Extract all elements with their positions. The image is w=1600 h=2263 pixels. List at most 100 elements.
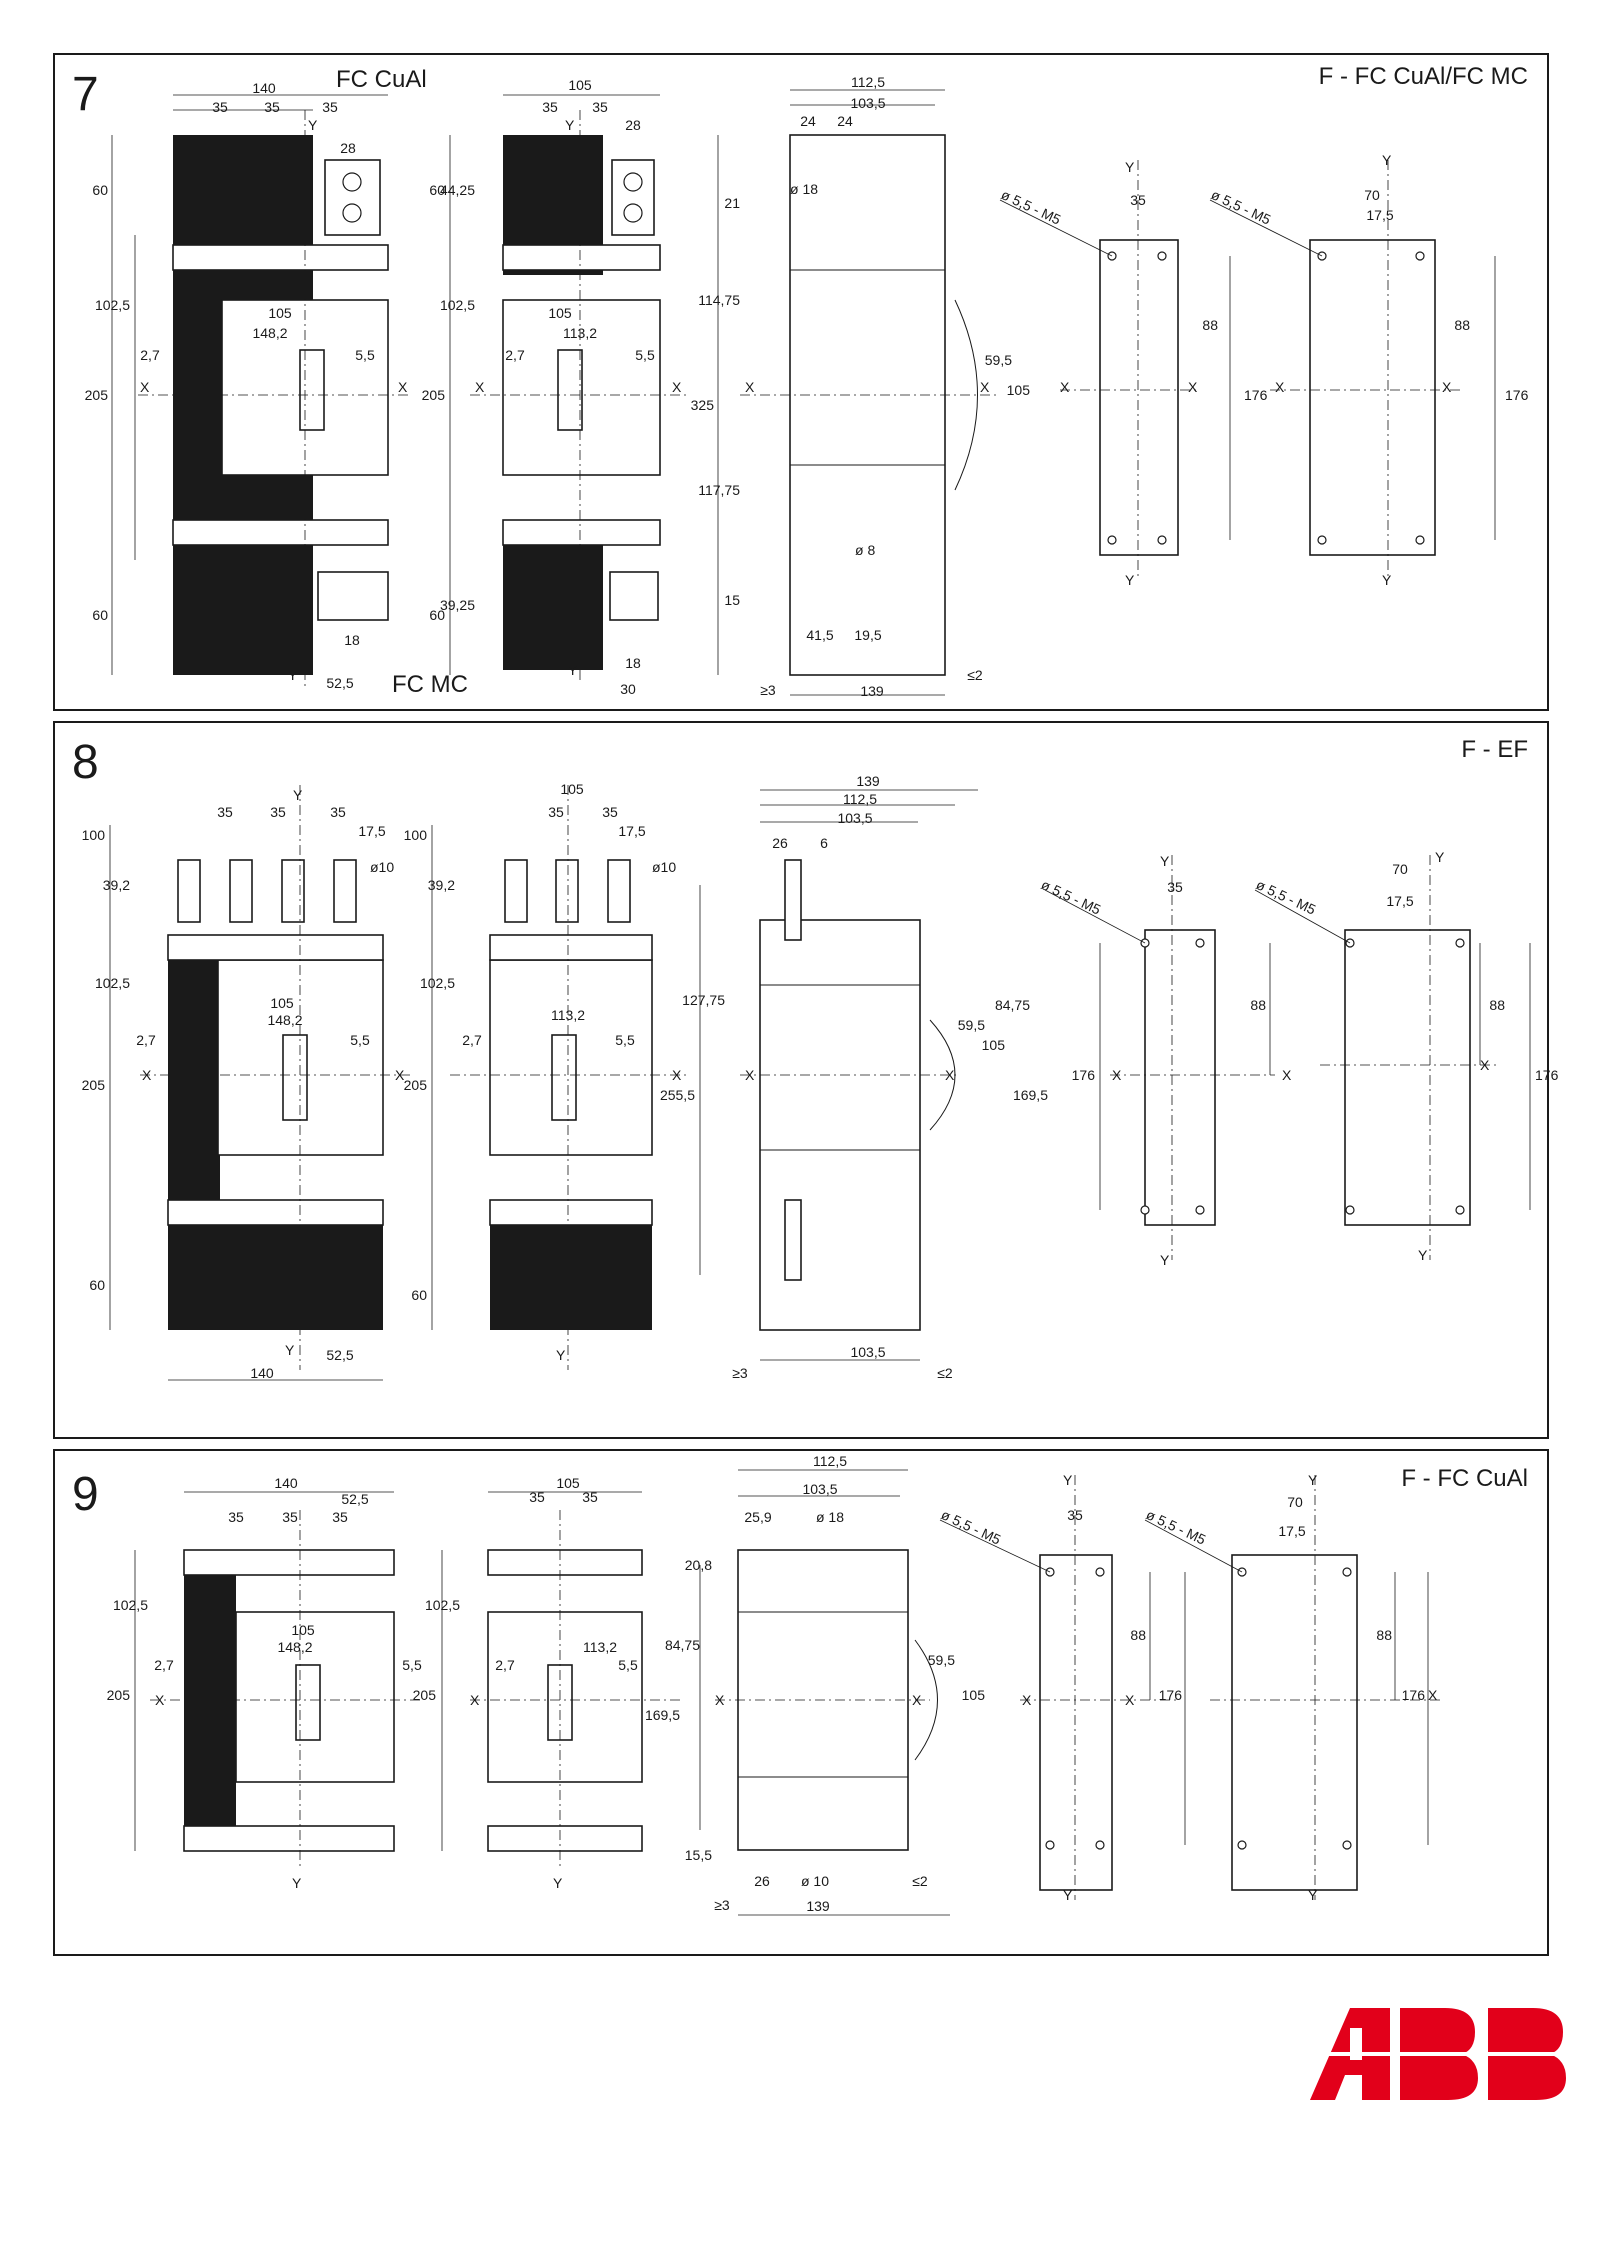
dim-height-bottom: 60 <box>429 607 445 623</box>
terminal-block-top <box>611 159 655 236</box>
dim-clearance: ≤2 <box>937 1365 953 1381</box>
axis-x-label: X <box>912 1692 922 1708</box>
terminal-row-bottom <box>502 519 661 546</box>
dim-offset: 21 <box>724 195 740 211</box>
section-8-front-view-4p: 35 35 35 17,5 ø10 100 39,2 102,5 105 148… <box>82 785 410 1381</box>
dim-offset: 17,5 <box>1386 893 1413 909</box>
dim-pitch: 35 <box>582 1489 598 1505</box>
axis-y-label: Y <box>1418 1247 1428 1263</box>
dim-handle: 59,5 <box>958 1017 985 1033</box>
axis-x-label: X <box>745 1067 755 1083</box>
terminal-row-top <box>489 934 653 961</box>
axis-x-label: X <box>1112 1067 1122 1083</box>
dim-clearance: ≤2 <box>967 667 983 683</box>
axis-y-label: Y <box>1063 1472 1073 1488</box>
dim-body-width-front: 113,2 <box>563 325 597 341</box>
dim-offset-left: 2,7 <box>462 1032 482 1048</box>
dim-hole-height: 176 <box>1244 387 1268 403</box>
dim-half-height: 88 <box>1489 997 1505 1013</box>
dim-offset-right: 5,5 <box>355 347 375 363</box>
section-8-frame <box>53 721 1549 1439</box>
dim-terminal-height: 44,25 <box>440 182 475 198</box>
dim-terminal-height-bottom: 39,25 <box>440 597 475 613</box>
dim-height-total: 205 <box>413 1687 437 1703</box>
dim-offset-y: 52,5 <box>341 1491 368 1507</box>
axis-y-label: Y <box>565 117 575 133</box>
dim-terminal-height: 39,2 <box>103 877 130 893</box>
dim-height-upper: 84,75 <box>665 1637 700 1653</box>
mounting-hole <box>1107 251 1117 261</box>
dim-offset-left: 2,7 <box>495 1657 515 1673</box>
mounting-hole <box>1342 1567 1352 1577</box>
dim-hole-diameter: ø10 <box>652 859 676 875</box>
dim-hole-pitch: 70 <box>1392 861 1408 877</box>
dim-width-140: 140 <box>252 80 276 96</box>
dim-offset-y: 52,5 <box>326 1347 353 1363</box>
dim-offset-left: 2,7 <box>505 347 525 363</box>
axis-x-label: X <box>1188 379 1198 395</box>
axis-y-label: Y <box>1160 1252 1170 1268</box>
axis-y-label: Y <box>285 1342 295 1358</box>
terminal-row-top <box>502 244 661 271</box>
terminal-hole <box>342 172 362 192</box>
dim-offset-bottom: 15,5 <box>685 1847 712 1863</box>
section-7-drilling-template-3p: ø 5,5 - M5 35 88 176 X X Y Y <box>999 159 1268 588</box>
rear-terminal-bottom <box>784 1199 802 1281</box>
mounting-hole <box>1157 251 1167 261</box>
section-7-title: F - FC CuAl/FC MC <box>1319 63 1528 90</box>
dim-handle-travel: 105 <box>962 1687 986 1703</box>
extended-terminal <box>607 859 631 923</box>
axis-x-label: X <box>980 379 990 395</box>
drilling-template <box>1039 1554 1113 1891</box>
dim-height-bottom: 60 <box>92 607 108 623</box>
dim-terminal: 28 <box>340 140 356 156</box>
section-8-title: F - EF <box>1461 736 1528 763</box>
dim-pitch: 35 <box>322 99 338 115</box>
breaker-side-outline <box>789 134 946 676</box>
section-9-title: F - FC CuAl <box>1401 1465 1528 1492</box>
dim-terminal-depth: 24 <box>800 113 816 129</box>
axis-x-label: X <box>1282 1067 1292 1083</box>
section-7-label-fc-cual: FC CuAl <box>336 66 427 93</box>
operating-handle <box>551 1034 577 1121</box>
dim-half-height: 88 <box>1202 317 1218 333</box>
dim-height-bottom: 60 <box>411 1287 427 1303</box>
axis-x-label: X <box>142 1067 152 1083</box>
dim-hole-height: 176 <box>1535 1067 1559 1083</box>
dim-pitch: 35 <box>529 1489 545 1505</box>
axis-x-label: X <box>155 1692 165 1708</box>
dim-body-width-front: 113,2 <box>551 1007 585 1023</box>
dim-handle-travel: 105 <box>982 1037 1006 1053</box>
dim-body-width-front: 148,2 <box>267 1012 302 1028</box>
dim-width-140: 140 <box>274 1475 298 1491</box>
dim-depth: 112,5 <box>843 791 877 807</box>
mounting-hole <box>1415 251 1425 261</box>
dim-offset: 17,5 <box>1366 207 1393 223</box>
mounting-hole <box>1195 1205 1205 1215</box>
dim-width-105: 105 <box>560 781 584 797</box>
dim-terminal-bottom: 18 <box>625 655 641 671</box>
drilling-template <box>1344 929 1471 1226</box>
dim-offset-left: 2,7 <box>136 1032 156 1048</box>
dim-offset-left: 2,7 <box>140 347 160 363</box>
dim-width-105: 105 <box>556 1475 580 1491</box>
dim-height-total: 205 <box>85 387 109 403</box>
terminal-hole <box>623 203 643 223</box>
axis-x-label: X <box>1022 1692 1032 1708</box>
dim-terminal: 28 <box>625 117 641 133</box>
terminal-block-top <box>324 159 381 236</box>
mounting-hole <box>1095 1840 1105 1850</box>
dim-height-total: 205 <box>82 1077 106 1093</box>
rear-terminal-top <box>784 859 802 941</box>
dim-offset-right: 5,5 <box>350 1032 370 1048</box>
section-7-side-view: 112,5 103,5 24 24 ø 18 21 114,75 325 117… <box>691 74 1031 699</box>
section-7: 7 F - FC CuAl/FC MC FC CuAl FC MC 140 35… <box>53 53 1549 711</box>
dim-height-total: 169,5 <box>645 1707 680 1723</box>
dim-depth: 103,5 <box>850 1344 885 1360</box>
dim-height-upper: 114,75 <box>698 292 740 308</box>
dim-pitch: 35 <box>542 99 558 115</box>
dim-clearance: ≥3 <box>732 1365 748 1381</box>
dim-clearance: ≤2 <box>912 1873 928 1889</box>
axis-x-label: X <box>1442 379 1452 395</box>
dim-hole-diameter: ø 8 <box>855 542 875 558</box>
